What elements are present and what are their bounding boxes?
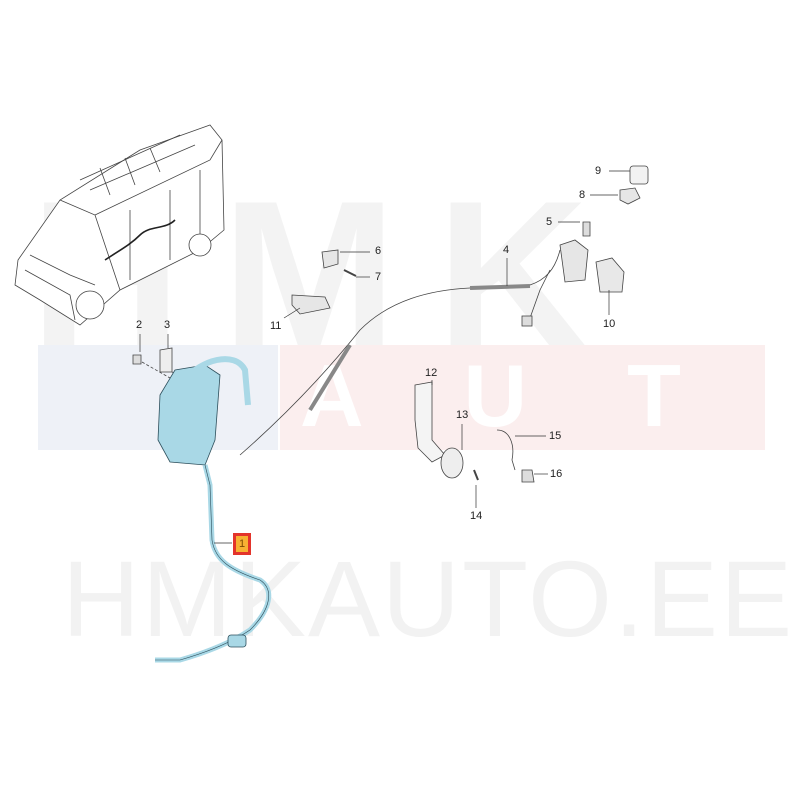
callout-5: 5 xyxy=(546,216,553,228)
part-13 xyxy=(440,447,464,479)
part-3 xyxy=(159,347,173,373)
callout-13: 13 xyxy=(456,409,469,421)
watermark-band-red xyxy=(280,345,765,450)
callout-9: 9 xyxy=(595,165,602,177)
callout-2: 2 xyxy=(136,319,143,331)
part-1-highlighted xyxy=(155,356,272,663)
callout-1-label: 1 xyxy=(236,536,248,552)
callout-16: 16 xyxy=(550,468,563,480)
part-6 xyxy=(321,249,339,269)
leader-lines xyxy=(139,170,630,544)
van-illustration xyxy=(14,124,225,326)
callout-1-highlighted[interactable]: 1 xyxy=(233,533,251,555)
part-9 xyxy=(629,165,649,185)
part-14 xyxy=(473,469,479,481)
part-16 xyxy=(521,469,535,483)
callout-15: 15 xyxy=(549,430,562,442)
callout-14: 14 xyxy=(470,510,483,522)
callout-4: 4 xyxy=(503,244,510,256)
callout-3: 3 xyxy=(164,319,171,331)
part-8 xyxy=(619,187,641,205)
part-12 xyxy=(414,381,446,463)
callout-6: 6 xyxy=(375,245,382,257)
callout-10: 10 xyxy=(603,318,616,330)
callout-7: 7 xyxy=(375,271,382,283)
callout-8: 8 xyxy=(579,189,586,201)
callout-12: 12 xyxy=(425,367,438,379)
part-15 xyxy=(496,429,516,471)
part-11 xyxy=(291,294,331,315)
part-7 xyxy=(343,269,357,277)
part-2 xyxy=(132,354,142,365)
part-10 xyxy=(595,257,625,293)
part-4 xyxy=(239,239,589,456)
callout-11: 11 xyxy=(270,320,282,332)
part-5 xyxy=(582,221,591,237)
